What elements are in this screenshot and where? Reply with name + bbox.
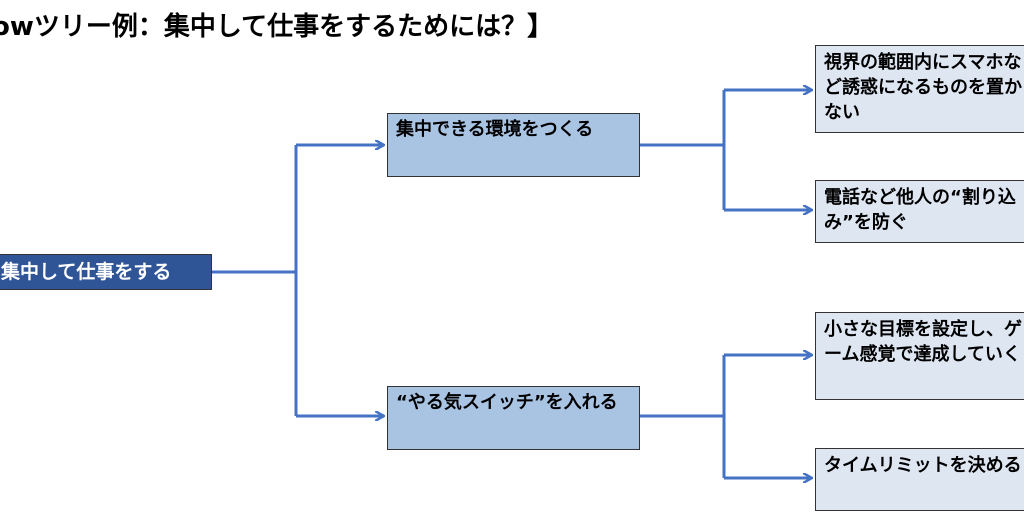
diagram-title: owツリー例：集中して仕事をするためには？】 — [0, 12, 554, 42]
root-node: 集中して仕事をする — [0, 254, 212, 290]
leaf-node-prevent-interruptions: 電話など他人の“割り込み”を防ぐ — [815, 180, 1024, 243]
leaf-node-time-limit: タイムリミットを決める — [815, 448, 1024, 511]
branch-node-motivation: “やる気スイッチ”を入れる — [387, 386, 640, 450]
branch-node-environment: 集中できる環境をつくる — [387, 113, 640, 177]
leaf-node-no-phone: 視界の範囲内にスマホなど誘惑になるものを置かない — [815, 45, 1024, 133]
leaf-node-small-goals: 小さな目標を設定し、ゲーム感覚で達成していく — [815, 312, 1024, 400]
